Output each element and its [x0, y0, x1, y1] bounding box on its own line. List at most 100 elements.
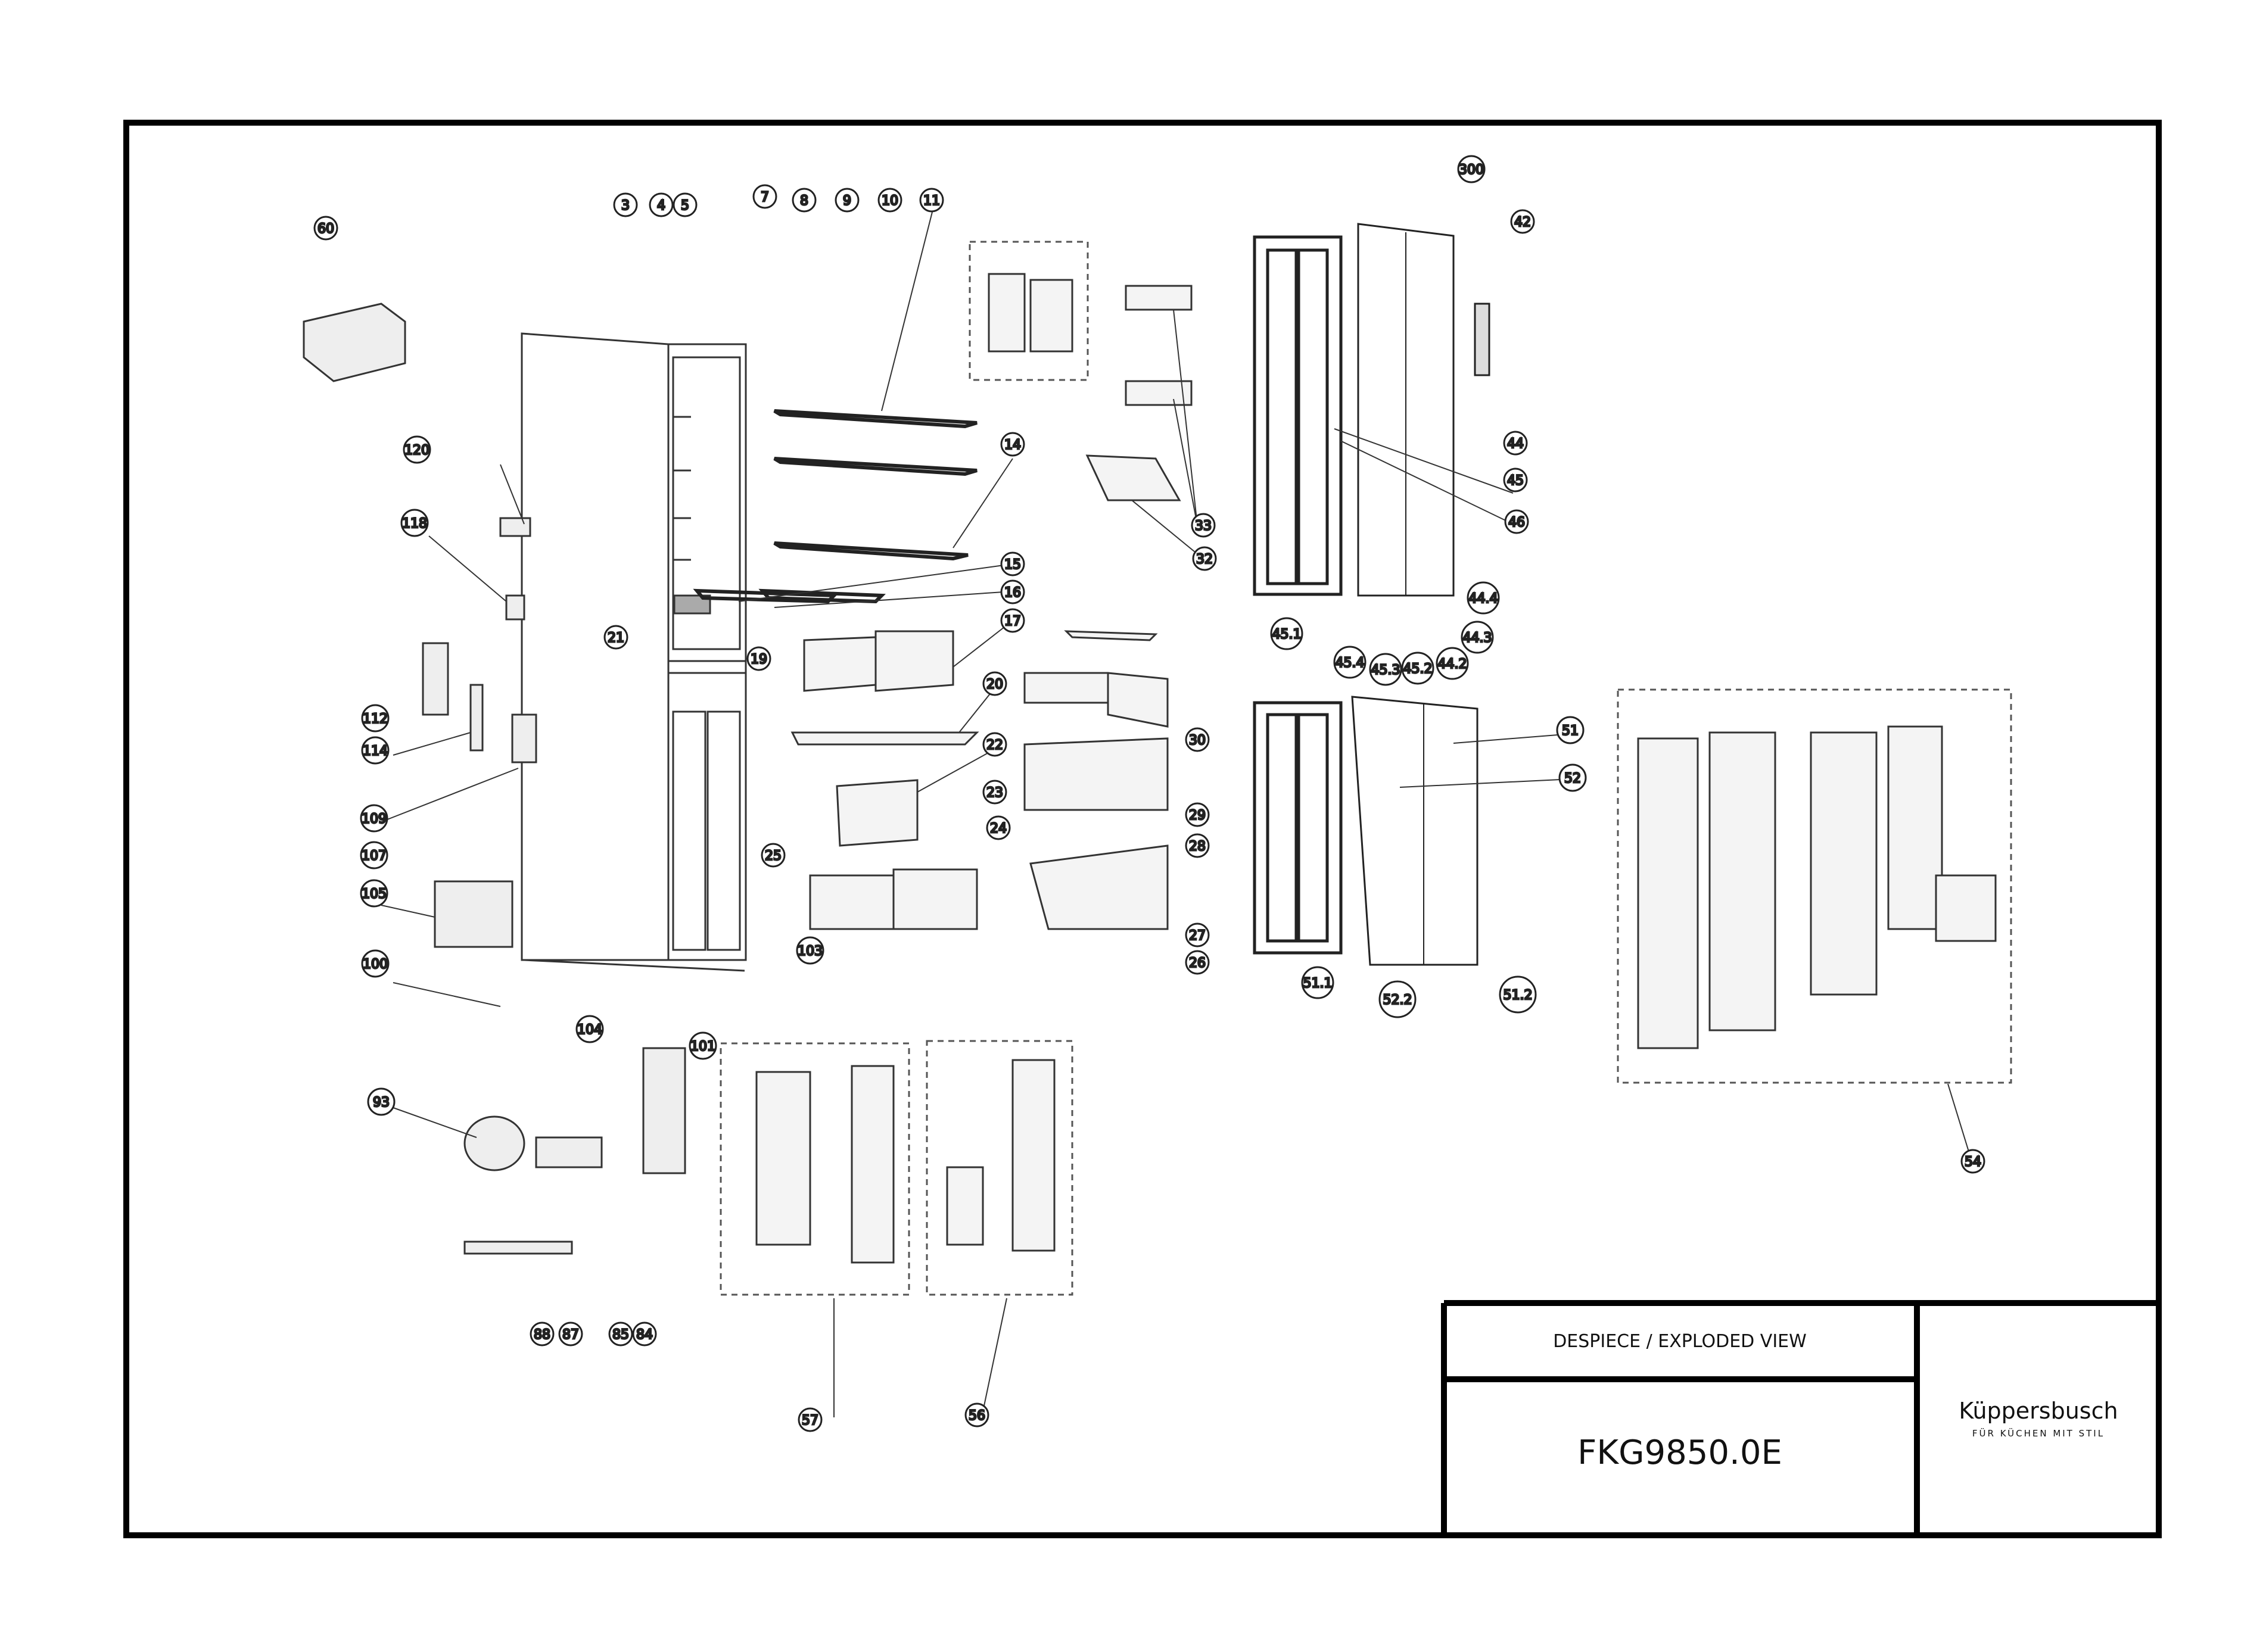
svg-text:42: 42: [1514, 215, 1531, 230]
svg-text:51.1: 51.1: [1303, 976, 1333, 991]
part-label: 3: [613, 192, 638, 217]
svg-text:85: 85: [612, 1327, 629, 1342]
svg-text:107: 107: [362, 849, 387, 864]
part-label: 300: [1457, 155, 1486, 183]
part-label: 51.2: [1499, 975, 1537, 1014]
svg-text:57: 57: [802, 1413, 818, 1428]
svg-text:20: 20: [986, 677, 1003, 692]
svg-text:300: 300: [1459, 163, 1484, 177]
part-label: 10: [877, 188, 902, 213]
svg-text:51: 51: [1562, 724, 1579, 738]
svg-text:44: 44: [1507, 437, 1524, 451]
part-label: 107: [360, 841, 388, 869]
part-label: 32: [1192, 546, 1217, 571]
part-label: 109: [360, 804, 388, 833]
part-label: 17: [1000, 608, 1025, 633]
part-label: 20: [982, 671, 1007, 696]
part-label: 51: [1556, 716, 1585, 744]
svg-text:45: 45: [1507, 473, 1524, 488]
svg-text:11: 11: [923, 194, 940, 208]
part-label: 93: [367, 1087, 396, 1116]
svg-text:45.3: 45.3: [1371, 663, 1400, 678]
svg-text:30: 30: [1189, 733, 1206, 748]
part-label: 56: [964, 1402, 989, 1427]
part-label: 57: [798, 1407, 823, 1432]
part-label: 103: [796, 936, 824, 965]
part-label: 105: [360, 879, 388, 908]
part-label: 16: [1000, 579, 1025, 604]
part-label: 28: [1185, 833, 1210, 858]
svg-text:17: 17: [1004, 614, 1021, 629]
part-label: 33: [1191, 513, 1216, 538]
svg-text:3: 3: [621, 198, 630, 213]
part-label: 19: [746, 646, 771, 671]
svg-text:44.2: 44.2: [1438, 657, 1467, 672]
part-label: 112: [361, 704, 390, 733]
part-label: 14: [1000, 432, 1025, 457]
part-label: 45.3: [1369, 653, 1402, 686]
svg-text:104: 104: [577, 1023, 602, 1037]
drawers: [790, 285, 1193, 930]
part-label: 5: [673, 192, 698, 217]
part-label: 21: [603, 625, 628, 650]
svg-text:52.2: 52.2: [1383, 993, 1412, 1008]
svg-text:14: 14: [1004, 438, 1021, 453]
part-label: 104: [575, 1015, 604, 1043]
svg-text:100: 100: [363, 957, 388, 972]
svg-text:46: 46: [1508, 515, 1525, 530]
svg-text:87: 87: [562, 1327, 579, 1342]
part-label: 52: [1558, 763, 1587, 792]
svg-text:103: 103: [798, 944, 823, 959]
svg-text:88: 88: [534, 1327, 550, 1342]
left-side-parts: [303, 303, 686, 1255]
svg-text:24: 24: [990, 821, 1007, 836]
part-label: 88: [530, 1321, 555, 1346]
svg-text:25: 25: [765, 849, 782, 864]
svg-text:44.4: 44.4: [1469, 591, 1498, 606]
svg-text:5: 5: [681, 198, 689, 213]
svg-text:60: 60: [318, 222, 334, 236]
leader-lines: [381, 211, 1972, 1417]
part-labels: 60 3 4 5 7 8 9 10 11 300 42 120 118 21 1…: [313, 155, 1985, 1432]
svg-text:118: 118: [402, 516, 427, 531]
part-label: 100: [361, 949, 390, 978]
part-label: 11: [919, 188, 944, 213]
cabinet: [521, 332, 747, 972]
svg-text:33: 33: [1195, 519, 1212, 534]
part-label: 118: [400, 509, 429, 537]
svg-text:27: 27: [1189, 928, 1206, 943]
part-label: 101: [689, 1031, 717, 1060]
part-label: 44: [1503, 431, 1528, 456]
part-label: 45.2: [1401, 652, 1434, 685]
drawing-frame: [123, 120, 2162, 1538]
part-label: 27: [1185, 922, 1210, 947]
svg-text:114: 114: [363, 744, 388, 759]
svg-text:8: 8: [800, 194, 808, 208]
svg-text:7: 7: [761, 190, 769, 205]
brand-logo: Küppersbusch: [1959, 1398, 2118, 1424]
part-label: 46: [1504, 509, 1529, 534]
svg-text:56: 56: [969, 1408, 985, 1423]
part-label: 52.2: [1378, 980, 1417, 1018]
part-label: 4: [649, 192, 674, 217]
dashed-groups: [720, 241, 2012, 1296]
part-label: 44.4: [1467, 581, 1500, 615]
svg-text:10: 10: [882, 194, 898, 208]
svg-text:32: 32: [1196, 552, 1213, 567]
svg-text:120: 120: [404, 443, 429, 458]
part-label: 15: [1000, 551, 1025, 576]
part-label: 22: [982, 732, 1007, 757]
brand-tagline: FÜR KÜCHEN MIT STIL: [1972, 1427, 2105, 1439]
title-block: [1441, 1300, 2159, 1535]
svg-text:45.4: 45.4: [1336, 656, 1365, 671]
part-label: 30: [1185, 727, 1210, 752]
part-label: 23: [982, 780, 1007, 805]
electronic-modules: [755, 273, 1997, 1264]
part-label: 26: [1185, 950, 1210, 975]
part-label: 114: [361, 736, 390, 765]
svg-text:29: 29: [1189, 808, 1206, 823]
part-label: 45: [1503, 467, 1528, 493]
svg-text:4: 4: [657, 198, 665, 213]
svg-text:45.1: 45.1: [1272, 627, 1302, 642]
